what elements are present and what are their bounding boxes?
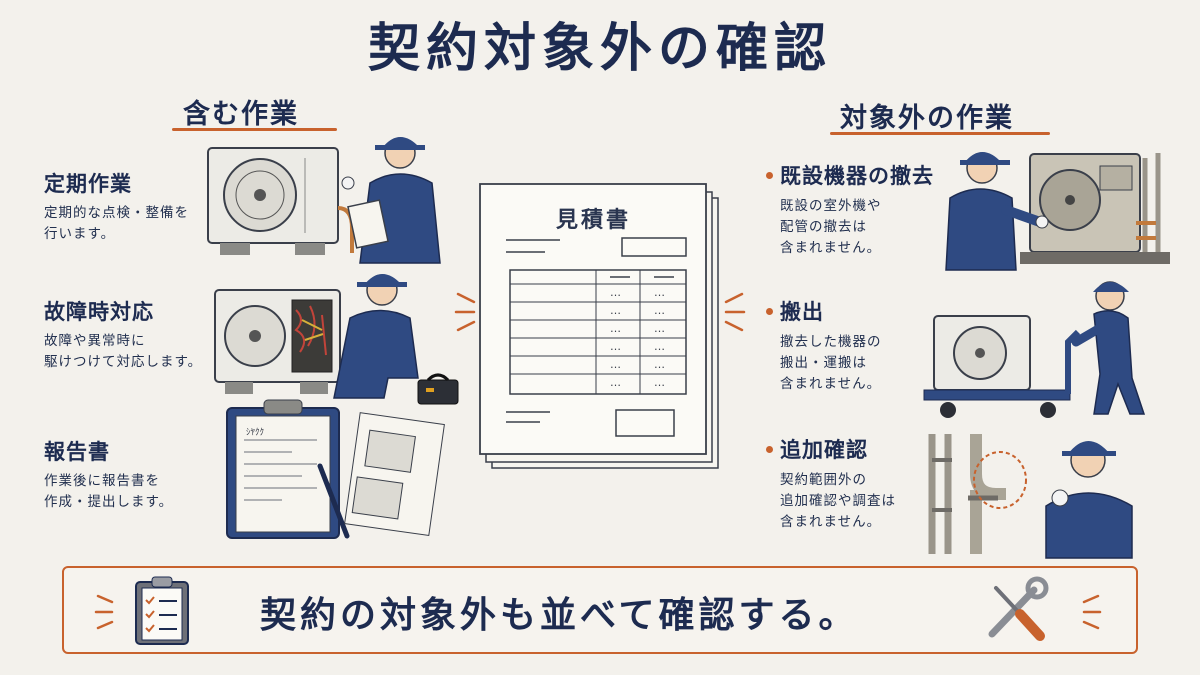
banner-left-emphasis-marks	[94, 594, 114, 630]
item-title-removal: 既設機器の撤去	[780, 164, 934, 188]
technician-cart-illustration	[923, 281, 1146, 418]
item-desc-carry-out: 撤去した機器の 搬出・運搬は 含まれません。	[780, 334, 882, 392]
estimate-document-title: 見積書	[556, 208, 632, 233]
checklist-clipboard-icon	[135, 576, 189, 645]
banner-right-emphasis-marks	[1082, 594, 1102, 630]
report-documents-illustration	[226, 399, 445, 539]
table-cell: …	[610, 358, 621, 371]
item-title-additional-check: 追加確認	[780, 438, 868, 462]
item-title-carry-out: 搬出	[780, 300, 824, 324]
item-title-failure-response: 故障時対応	[44, 300, 154, 324]
estimate-table-col3: … … … … … …	[654, 284, 665, 392]
report-form-label: ｼﾔｸｸ	[246, 428, 265, 438]
page-title: 契約対象外の確認	[367, 19, 832, 79]
right-emphasis-marks	[724, 292, 746, 332]
excluded-heading-underline	[830, 132, 1050, 135]
table-cell: …	[654, 286, 665, 299]
table-cell: …	[610, 304, 621, 317]
table-cell: …	[654, 376, 665, 389]
item-title-report: 報告書	[44, 440, 110, 464]
item-desc-report: 作業後に報告書を 作成・提出します。	[44, 473, 174, 510]
technician-inspection-illustration	[207, 137, 441, 264]
bullet-icon	[766, 446, 773, 453]
summary-banner	[62, 566, 1138, 654]
table-cell: …	[654, 340, 665, 353]
excluded-work-heading: 対象外の作業	[840, 103, 1014, 134]
bullet-icon	[766, 172, 773, 179]
summary-banner-text: 契約の対象外も並べて確認する。	[260, 595, 859, 636]
wrench-screwdriver-icon	[988, 576, 1049, 641]
estimate-document	[479, 183, 719, 469]
table-cell: …	[654, 322, 665, 335]
item-desc-additional-check: 契約範囲外の 追加確認や調査は 含まれません。	[780, 472, 896, 530]
included-work-heading: 含む作業	[183, 99, 299, 130]
technician-inspect-pipes-illustration	[928, 434, 1133, 559]
table-cell: …	[654, 304, 665, 317]
table-cell: …	[610, 376, 621, 389]
technician-repair-illustration	[214, 274, 459, 405]
item-desc-failure-response: 故障や異常時に 駆けつけて対応します。	[44, 333, 203, 370]
item-title-regular-work: 定期作業	[44, 172, 132, 196]
item-desc-removal: 既設の室外機や 配管の撤去は 含まれません。	[780, 198, 882, 256]
included-heading-underline	[172, 128, 337, 131]
technician-removal-illustration	[945, 152, 1170, 271]
table-cell: …	[610, 322, 621, 335]
item-desc-regular-work: 定期的な点検・整備を 行います。	[44, 205, 189, 242]
table-cell: …	[654, 358, 665, 371]
table-cell: …	[610, 286, 621, 299]
left-emphasis-marks	[454, 292, 476, 332]
table-cell: …	[610, 340, 621, 353]
bullet-icon	[766, 308, 773, 315]
estimate-table-col2: … … … … … …	[610, 284, 621, 392]
